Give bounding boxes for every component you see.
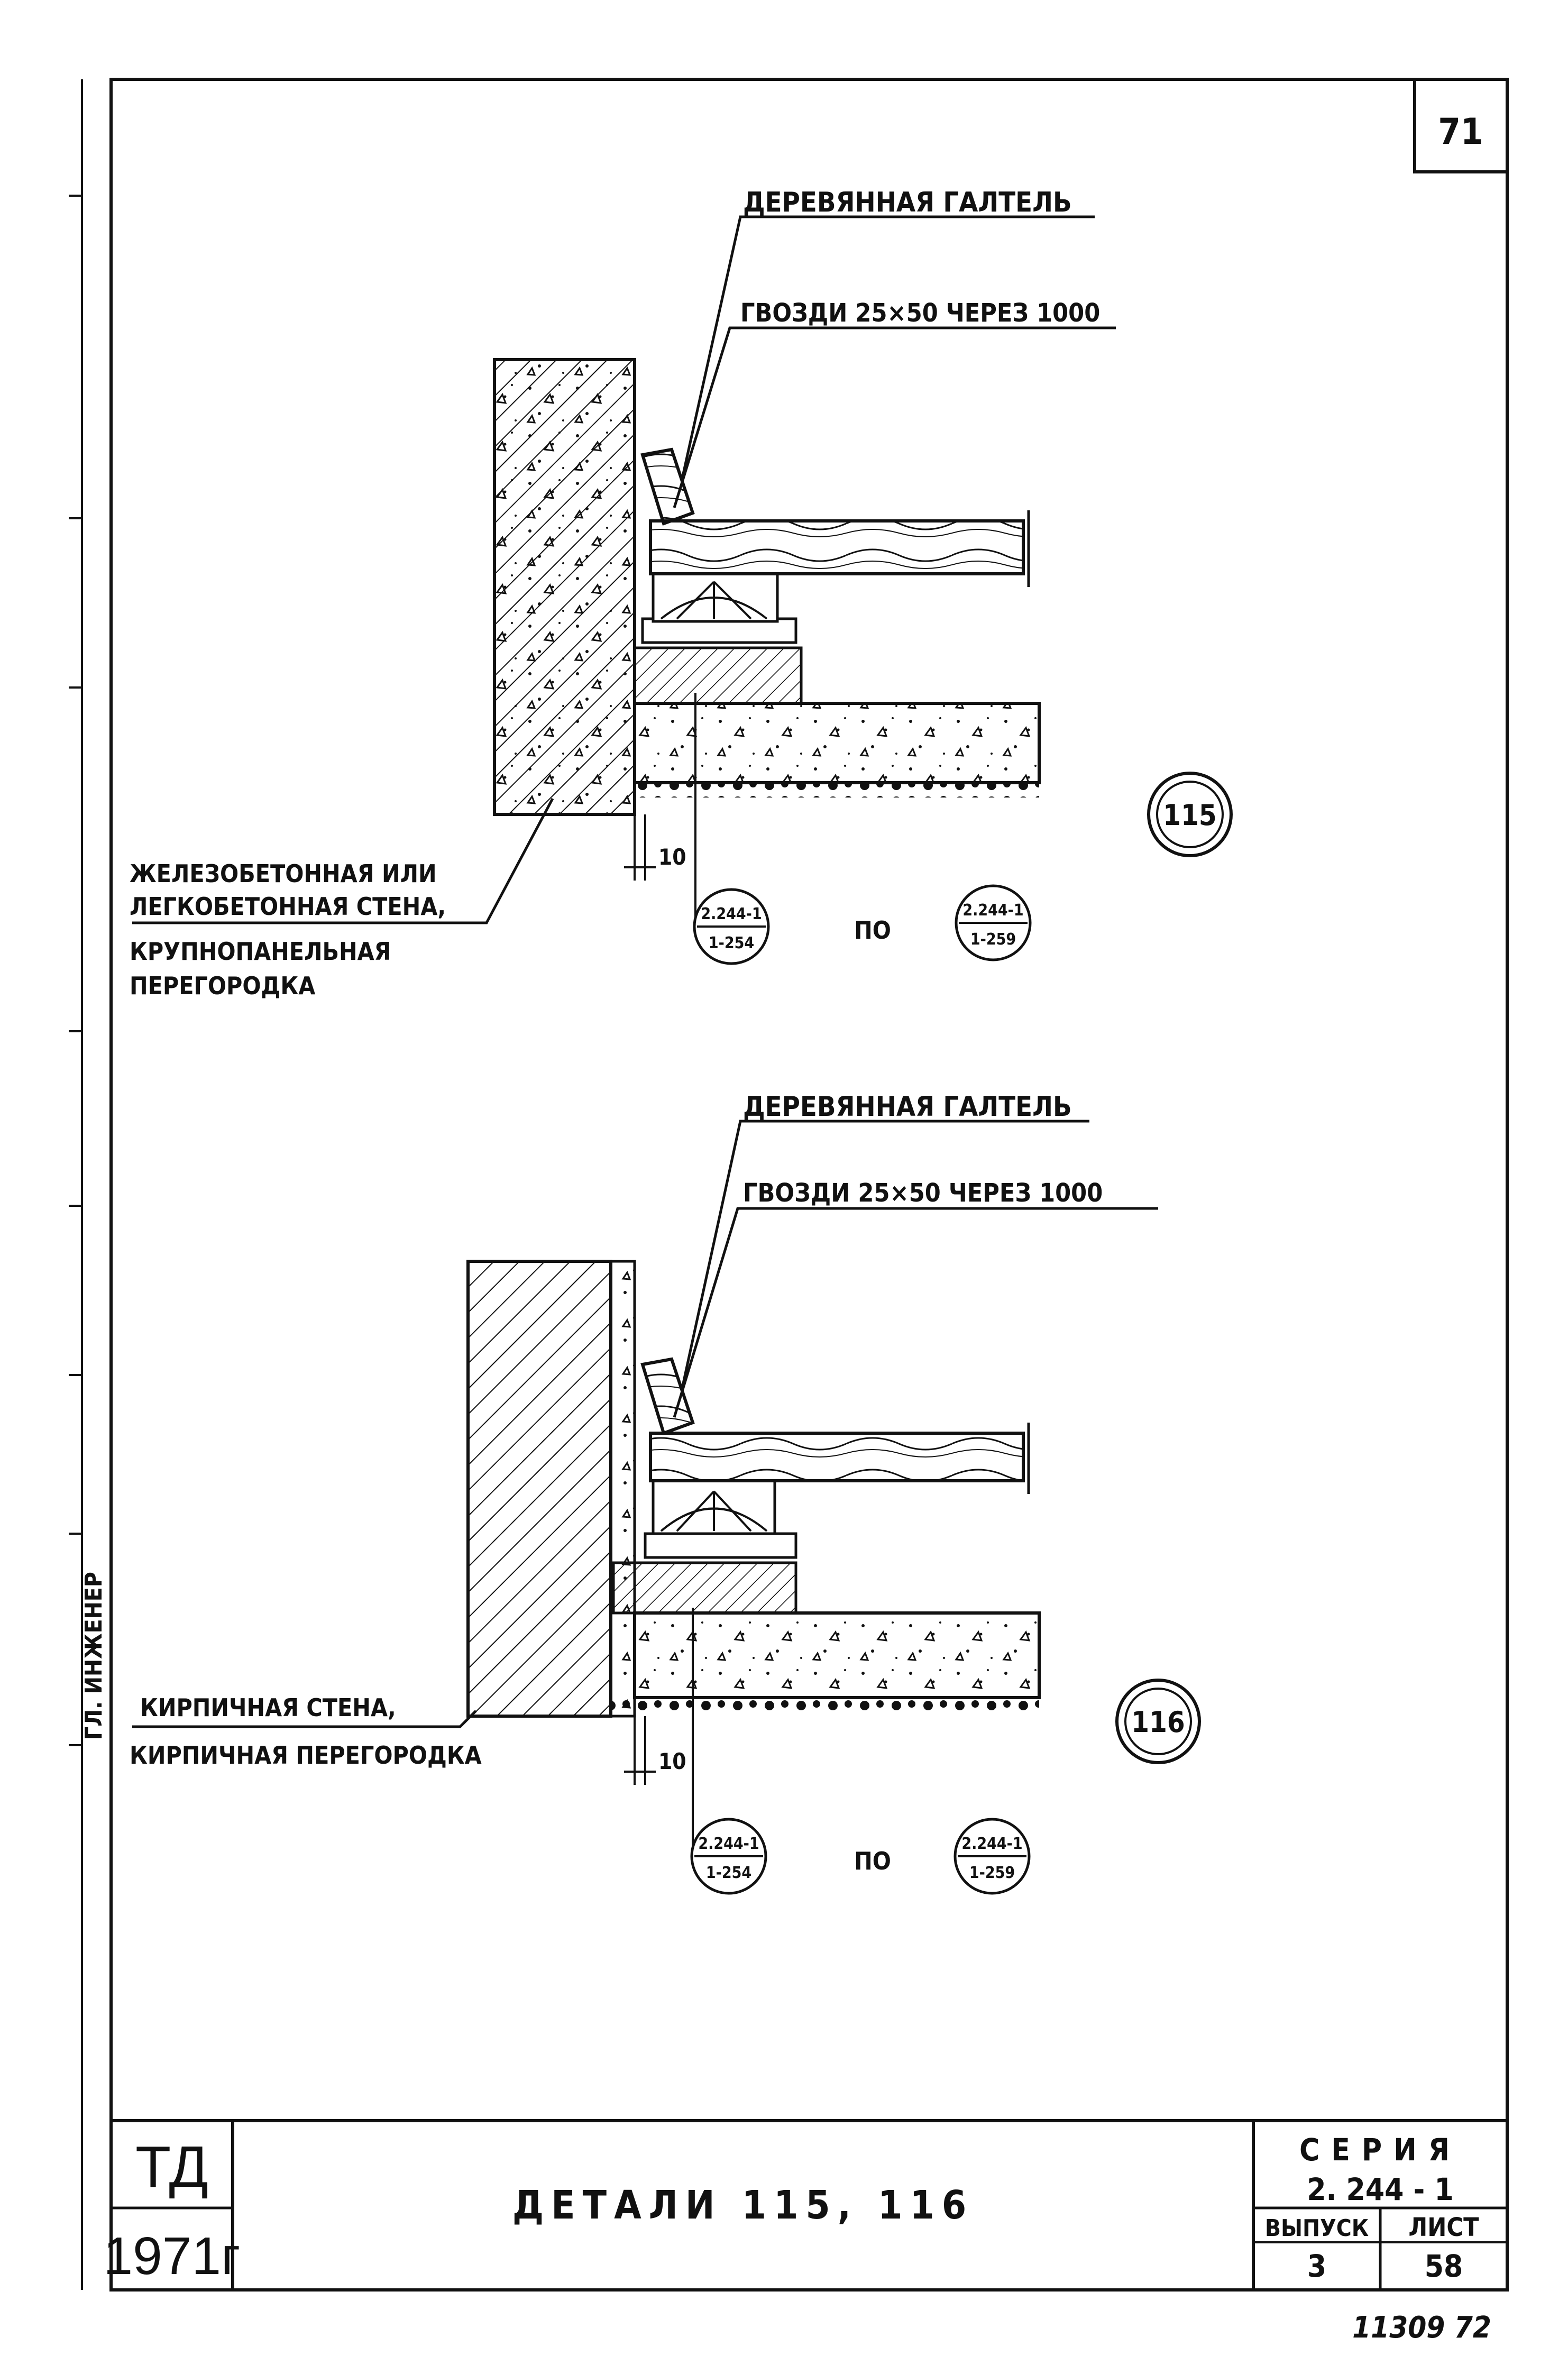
ref-116-from-top: 2.244-1 [698,1835,759,1853]
ref-115-from-top: 2.244-1 [701,905,762,923]
sheet-label: ЛИСТ [1408,2213,1479,2242]
org-code: ТД [135,2134,208,2199]
dim-115: 10 [658,844,686,870]
ref-115-from-bottom: 1-254 [709,934,754,952]
detail-number-115-circle [1147,772,1233,857]
margin-stamp-text: ГЛ. ИНЖЕНЕР [80,1572,107,1740]
title-block: ТД 1971г ДЕТАЛИ 115, 116 СЕРИЯ 2. 244 - … [104,2119,1507,2290]
bedding-116 [612,1561,797,1615]
series-value: 2. 244 - 1 [1307,2171,1453,2207]
label-wall-115-4: ПЕРЕГОРОДКА [130,971,315,1000]
plaster-116 [609,1260,636,1718]
leader-nails-115 [673,326,1116,508]
floor-slab-116 [633,1611,1041,1699]
floor-board-115 [649,519,1025,575]
leader-nails-116 [673,1207,1158,1418]
label-wall-116-2: КИРПИЧНАЯ ПЕРЕГОРОДКА [130,1741,482,1770]
floor-board-116 [649,1432,1025,1482]
detail-116: 10 2.244-1 1-254 ПО 2.244-1 1-259 116 ДЕ… [130,1091,1201,1895]
ground-116 [611,1698,1039,1712]
year: 1971г [104,2226,241,2286]
wall-115-aggregate [494,360,635,814]
ref-116-to-top: 2.244-1 [961,1835,1022,1853]
label-batten-115: ДЕРЕВЯННАЯ ГАЛТЕЛЬ [743,187,1072,218]
issue-label: ВЫПУСК [1265,2215,1369,2242]
margin-stamp: ГЛ. ИНЖЕНЕР [69,195,107,1746]
ref-115-to-top: 2.244-1 [962,901,1023,920]
detail-number-116: 116 [1131,1706,1185,1739]
label-batten-116: ДЕРЕВЯННАЯ ГАЛТЕЛЬ [743,1091,1072,1123]
leader-batten-115 [681,215,1095,479]
ref-word-115: ПО [854,916,891,945]
ground-115 [635,783,1039,798]
ref-116-to-bottom: 1-259 [969,1864,1015,1882]
label-nails-116: ГВОЗДИ 25×50 ЧЕРЕЗ 1000 [743,1178,1103,1208]
ref-115-to-bottom: 1-259 [970,930,1016,949]
page-number-box [1413,78,1509,173]
sheet-border [109,78,1509,2291]
sheet-title: ДЕТАЛИ 115, 116 [512,2183,974,2228]
pad-116 [644,1532,797,1559]
series-label: СЕРИЯ [1299,2132,1461,2168]
batten-115 [640,447,695,526]
wall-116 [466,1260,612,1718]
detail-115: 10 2.244-1 1-254 ПО 2.244-1 1-259 115 ДЕ… [130,187,1233,1000]
leader-wall-115 [132,798,554,924]
leader-batten-116 [681,1120,1089,1389]
bedding-115 [633,646,803,705]
label-wall-115-2: ЛЕГКОБЕТОННАЯ СТЕНА, [130,892,446,921]
ref-116-from-bottom: 1-254 [706,1864,751,1882]
leader-wall-116 [132,1710,477,1728]
label-wall-116-1: КИРПИЧНАЯ СТЕНА, [140,1693,396,1722]
sheet-value: 58 [1425,2248,1463,2284]
label-wall-115-1: ЖЕЛЕЗОБЕТОННАЯ ИЛИ [130,859,437,888]
detail-number-115: 115 [1163,799,1216,832]
page-number: 71 [1438,111,1483,153]
ref-word-116: ПО [854,1847,891,1875]
label-nails-115: ГВОЗДИ 25×50 ЧЕРЕЗ 1000 [740,298,1100,328]
archive-number: 11309 72 [1352,2311,1491,2345]
label-wall-115-3: КРУПНОПАНЕЛЬНАЯ [130,937,391,966]
batten-116 [640,1357,695,1435]
issue-value: 3 [1307,2248,1326,2284]
detail-number-116-circle [1115,1679,1201,1764]
dim-116: 10 [658,1748,686,1774]
